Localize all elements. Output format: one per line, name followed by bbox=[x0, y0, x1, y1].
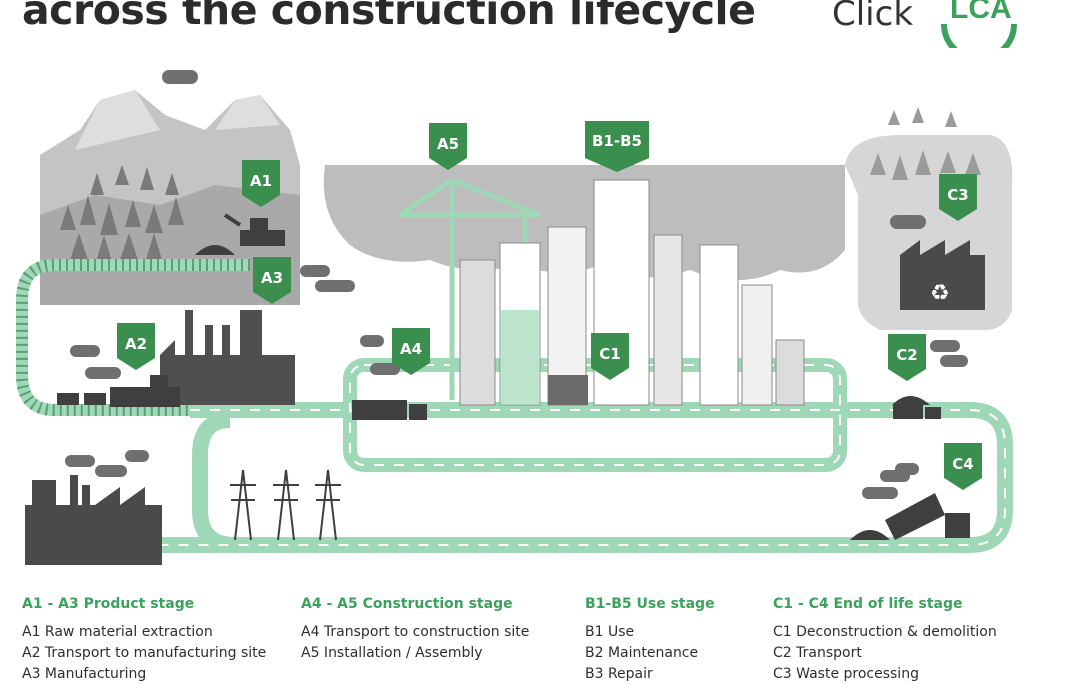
marker-a3: A3 bbox=[253, 257, 291, 304]
mountains bbox=[40, 90, 300, 305]
legend-item: A5 Installation / Assembly bbox=[301, 645, 483, 661]
lifecycle-diagram: ♻ A1 A3 A2 A4 A5 B1-B5 C1 bbox=[16, 70, 1013, 565]
legend-heading: B1-B5 Use stage bbox=[585, 596, 715, 612]
dump-truck-c2-icon bbox=[892, 396, 941, 419]
logo-mark-text: LCA bbox=[950, 0, 1012, 25]
excavator-icon bbox=[195, 213, 285, 255]
marker-a5-label: A5 bbox=[437, 135, 459, 153]
marker-a4: A4 bbox=[392, 328, 430, 375]
forest-trees bbox=[60, 165, 184, 265]
distant-trees bbox=[870, 107, 981, 180]
svg-text:♻: ♻ bbox=[930, 281, 950, 306]
marker-a1-label: A1 bbox=[250, 172, 272, 190]
marker-b1-b5-label: B1-B5 bbox=[592, 132, 642, 150]
marker-c2-label: C2 bbox=[896, 346, 917, 364]
legend-item: C2 Transport bbox=[773, 645, 862, 661]
legend-item: B2 Maintenance bbox=[585, 645, 699, 661]
legend-heading: C1 - C4 End of life stage bbox=[773, 596, 963, 612]
legend-item: A4 Transport to construction site bbox=[301, 624, 530, 640]
marker-a5: A5 bbox=[429, 123, 467, 170]
road-network bbox=[155, 358, 1013, 553]
legend-item: C1 Deconstruction & demolition bbox=[773, 624, 997, 640]
page-title: across the construction lifecycle bbox=[22, 0, 756, 34]
marker-c2: C2 bbox=[888, 334, 926, 381]
railway-track bbox=[16, 259, 250, 416]
marker-a3-label: A3 bbox=[261, 269, 283, 287]
logo-mark-icon: LCA bbox=[941, 0, 1017, 48]
marker-a2-label: A2 bbox=[125, 335, 147, 353]
marker-c3-label: C3 bbox=[947, 186, 968, 204]
marker-a4-label: A4 bbox=[400, 340, 422, 358]
power-pylons bbox=[230, 469, 341, 541]
steam-train-icon bbox=[57, 375, 180, 407]
marker-c1-label: C1 bbox=[599, 345, 620, 363]
marker-c4-label: C4 bbox=[952, 455, 973, 473]
marker-a2: A2 bbox=[117, 323, 155, 370]
legend-use-stage: B1-B5 Use stage B1 Use B2 Maintenance B3… bbox=[585, 596, 715, 685]
marker-b1-b5: B1-B5 bbox=[585, 121, 649, 172]
legend-construction-stage: A4 - A5 Construction stage A4 Transport … bbox=[301, 596, 529, 664]
logo-text: Click bbox=[832, 0, 914, 34]
power-factory-icon bbox=[25, 475, 162, 565]
smoke-clouds bbox=[65, 70, 968, 499]
marker-c3: C3 bbox=[939, 174, 977, 221]
recycling-plant-icon: ♻ bbox=[900, 240, 985, 310]
delivery-truck-icon bbox=[352, 400, 427, 420]
marker-c4: C4 bbox=[944, 443, 982, 490]
legend-product-stage: A1 - A3 Product stage A1 Raw material ex… bbox=[22, 596, 266, 685]
tipper-truck-c4-icon bbox=[850, 493, 970, 540]
legend-item: A1 Raw material extraction bbox=[22, 624, 213, 640]
legend-item: A2 Transport to manufacturing site bbox=[22, 645, 267, 661]
manufacturing-factory-icon bbox=[160, 310, 295, 405]
legend-item: B1 Use bbox=[585, 624, 635, 640]
marker-c1: C1 bbox=[591, 333, 629, 380]
legend-heading: A4 - A5 Construction stage bbox=[301, 596, 513, 612]
marker-a1: A1 bbox=[242, 160, 280, 207]
legend-heading: A1 - A3 Product stage bbox=[22, 596, 195, 612]
legend-end-of-life-stage: C1 - C4 End of life stage C1 Deconstruct… bbox=[773, 596, 997, 685]
clicklca-logo: Click LCA bbox=[832, 0, 1032, 48]
